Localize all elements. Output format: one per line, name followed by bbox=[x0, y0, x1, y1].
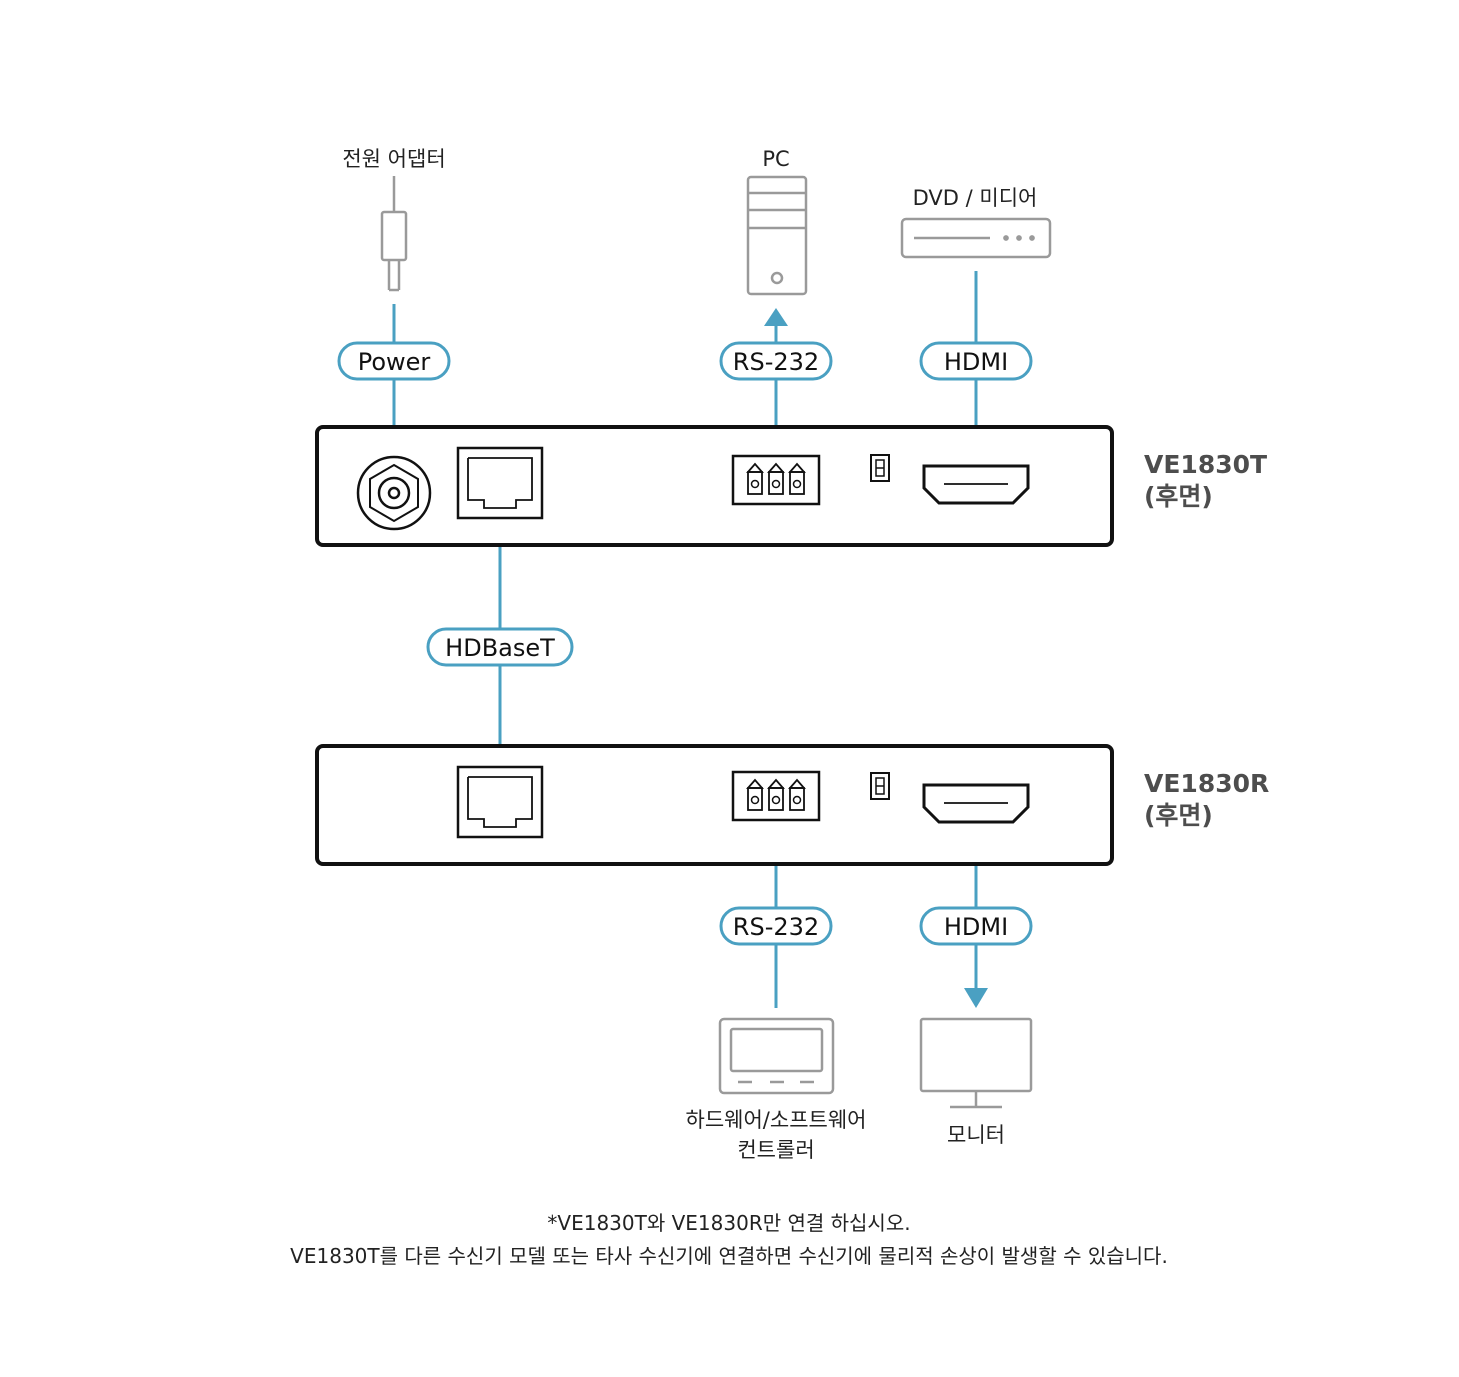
power-pill: Power bbox=[337, 341, 451, 381]
hdbaset-pill: HDBaseT bbox=[426, 627, 574, 667]
rx-rs232-pill-label: RS-232 bbox=[733, 913, 819, 941]
power-adapter-label: 전원 어댑터 bbox=[342, 147, 445, 171]
rj45-port-icon bbox=[456, 765, 544, 839]
dc-power-jack-icon bbox=[356, 455, 432, 531]
receiver-model: VE1830R bbox=[1144, 769, 1269, 798]
pc-tower-icon bbox=[746, 175, 808, 296]
arrow-down-icon bbox=[964, 988, 988, 1008]
rx-hdmi-pill: HDMI bbox=[919, 906, 1033, 946]
controller-label-line1: 하드웨어/소프트웨어 bbox=[686, 1108, 867, 1132]
arrow-up-icon bbox=[764, 308, 788, 326]
receiver-sub: (후면) bbox=[1144, 801, 1213, 830]
pc-label: PC bbox=[762, 147, 789, 171]
monitor-icon bbox=[919, 1017, 1033, 1109]
rs232-terminal-icon bbox=[731, 770, 821, 822]
controller-label-line2: 컨트롤러 bbox=[737, 1138, 814, 1162]
power-plug-icon bbox=[380, 176, 408, 292]
hdmi-port-icon bbox=[922, 464, 1030, 505]
tx-hdmi-pill: HDMI bbox=[919, 341, 1033, 381]
transmitter-sub: (후면) bbox=[1144, 482, 1213, 511]
rx-hdmi-pill-label: HDMI bbox=[944, 913, 1008, 941]
tx-rs232-pill: RS-232 bbox=[719, 341, 833, 381]
footnote-line1: *VE1830T와 VE1830R만 연결 하십시오. bbox=[547, 1211, 910, 1235]
tx-hdmi-pill-label: HDMI bbox=[944, 348, 1008, 376]
footnote-line2: VE1830T를 다른 수신기 모델 또는 타사 수신기에 연결하면 수신기에 … bbox=[290, 1244, 1168, 1268]
controller-icon bbox=[718, 1017, 835, 1095]
dip-switch-icon bbox=[870, 454, 890, 482]
dvd-player-icon bbox=[900, 217, 1052, 259]
transmitter-model: VE1830T bbox=[1144, 450, 1267, 479]
rj45-port-icon bbox=[456, 446, 544, 520]
monitor-label: 모니터 bbox=[947, 1123, 1005, 1147]
rs232-terminal-icon bbox=[731, 454, 821, 506]
receiver-panel bbox=[315, 744, 1114, 866]
dip-switch-icon bbox=[870, 772, 890, 800]
power-pill-label: Power bbox=[358, 348, 431, 376]
rx-rs232-pill: RS-232 bbox=[719, 906, 833, 946]
hdbaset-pill-label: HDBaseT bbox=[445, 634, 555, 662]
tx-rs232-pill-label: RS-232 bbox=[733, 348, 819, 376]
hdmi-port-icon bbox=[922, 783, 1030, 824]
transmitter-panel bbox=[315, 425, 1114, 547]
dvd-media-label: DVD / 미디어 bbox=[913, 186, 1038, 210]
